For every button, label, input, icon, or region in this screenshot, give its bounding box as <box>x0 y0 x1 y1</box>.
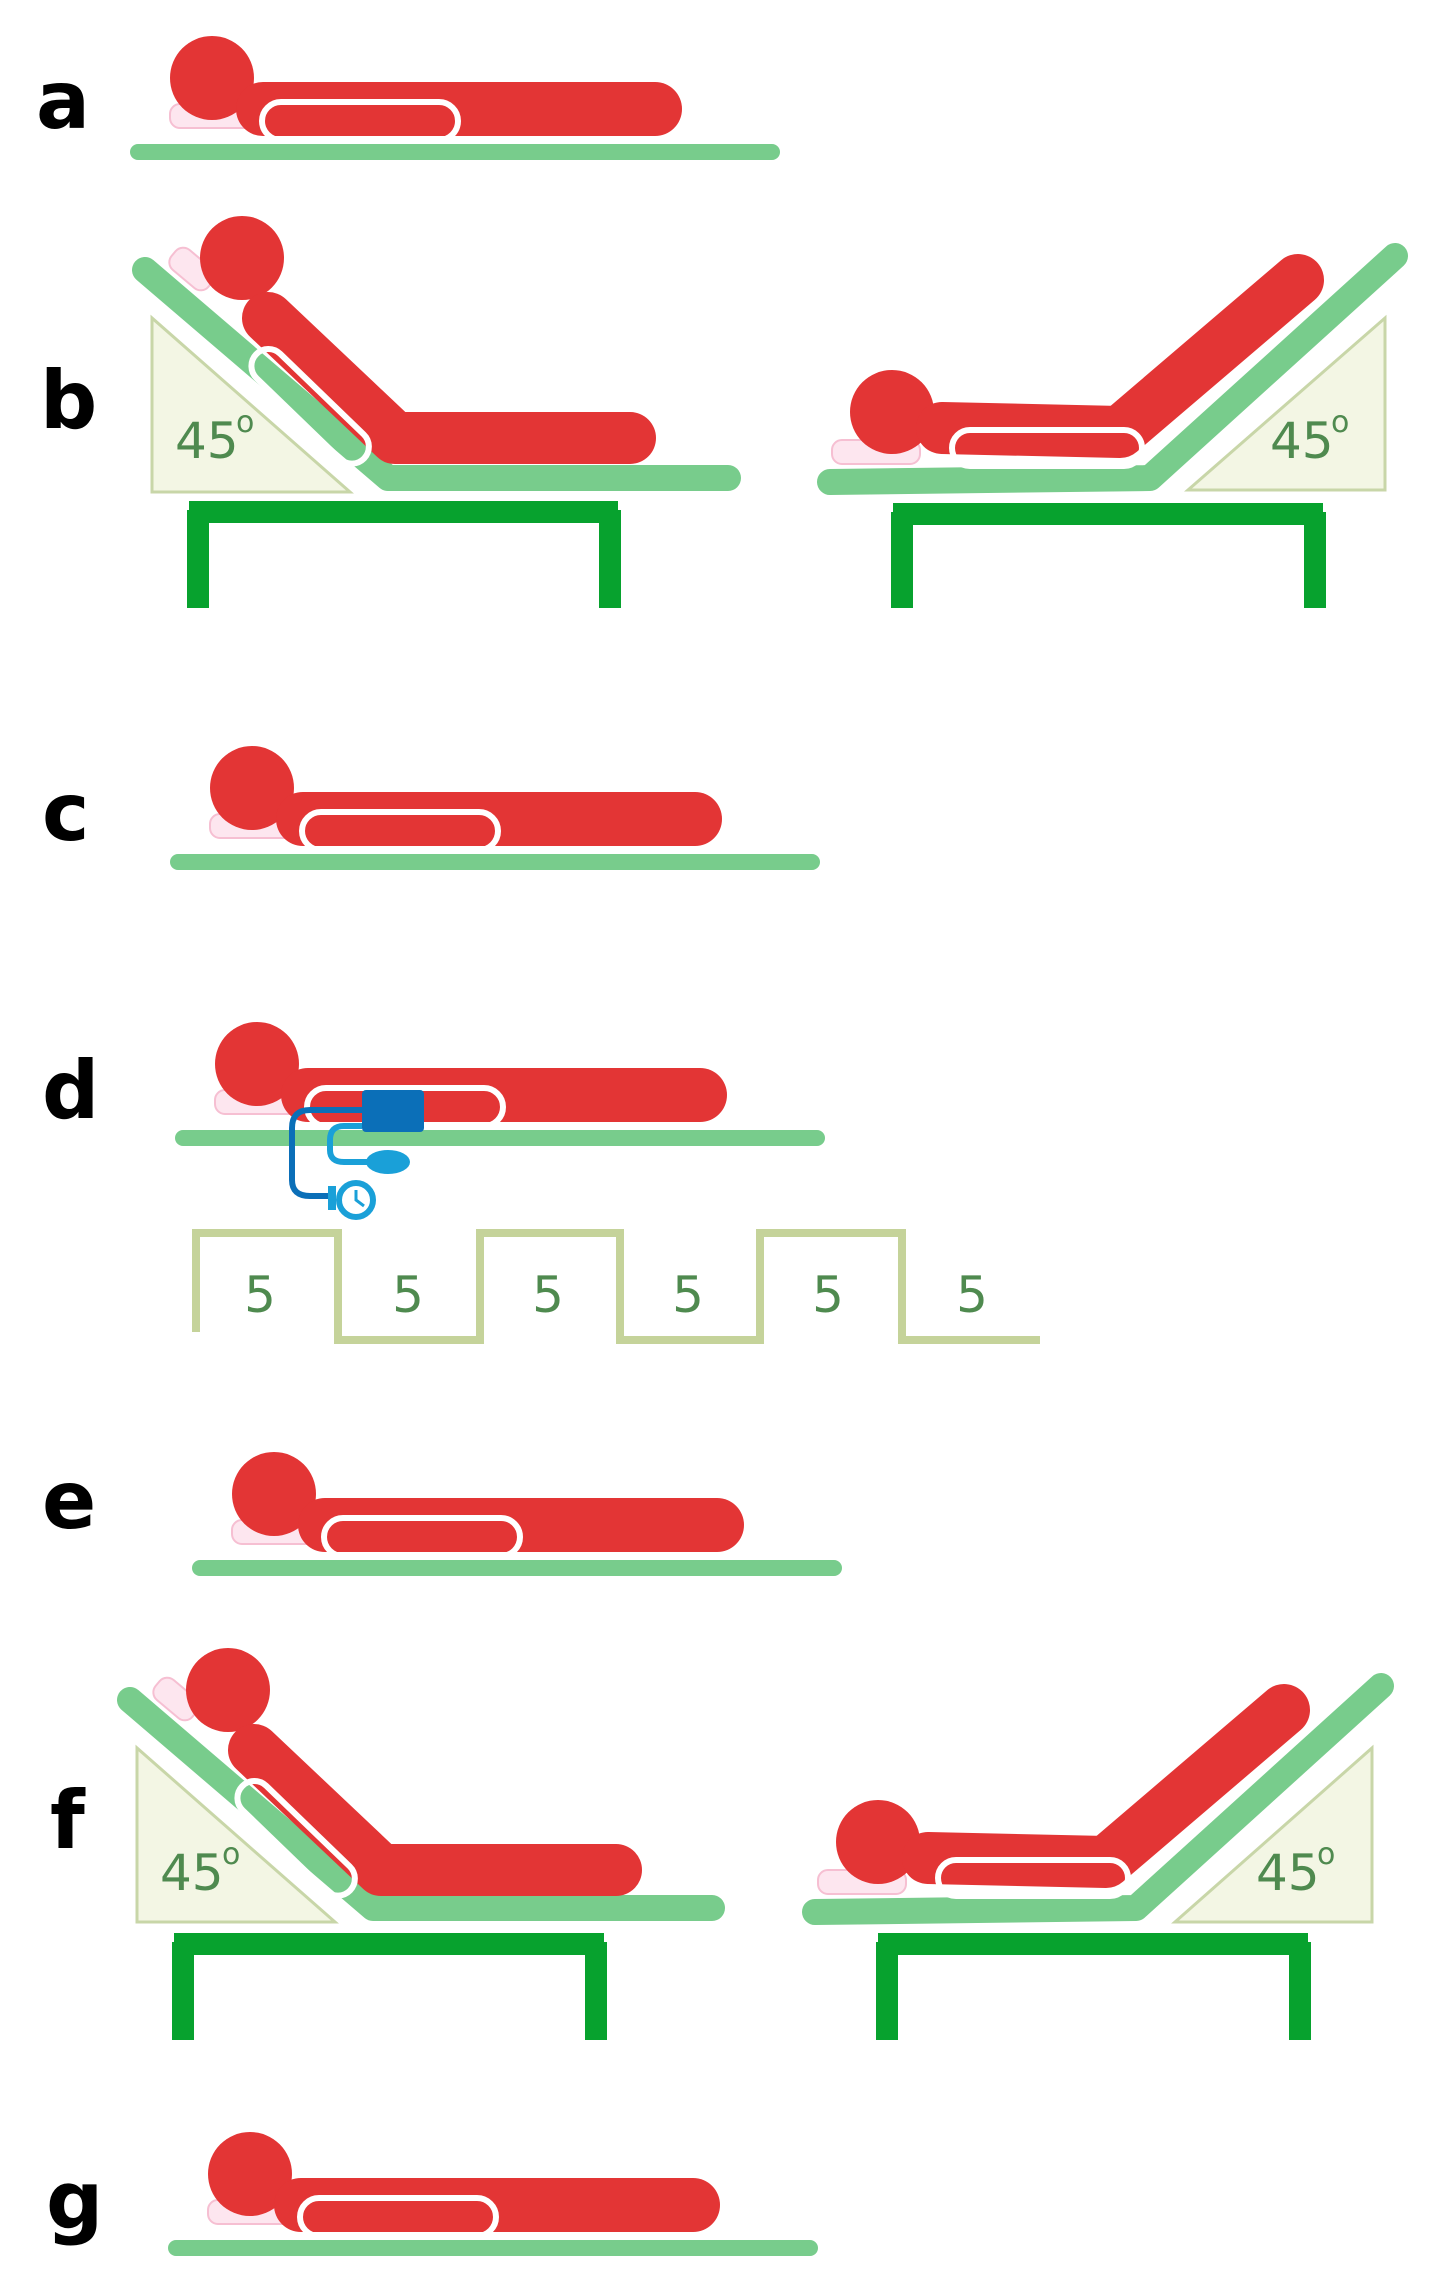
angle-unit-b-right: o <box>1331 405 1349 440</box>
panel-label-a: a <box>36 54 90 147</box>
measurement-cycle-timeline: 5 5 5 5 5 5 <box>192 1229 1040 1344</box>
blood-pressure-cuff-icon <box>362 1090 424 1132</box>
step-value-3: 5 <box>532 1266 564 1324</box>
step-value-4: 5 <box>672 1266 704 1324</box>
mattress-f-left <box>117 1687 725 1921</box>
panel-label-d: d <box>42 1044 99 1137</box>
bed-frame-f-left <box>172 1933 607 2040</box>
step-value-5: 5 <box>812 1266 844 1324</box>
mattress-b-left <box>132 257 741 491</box>
legs-up-bed-b: 45 o <box>817 243 1408 608</box>
wedge-b-left <box>150 314 354 494</box>
angle-unit-f-right: o <box>1317 1837 1335 1872</box>
wedge-b-right <box>1184 314 1387 492</box>
wedge-f-right <box>1171 1744 1374 1924</box>
angle-label-b-right: 45 <box>1270 412 1334 470</box>
legs-up-bed-f: 45 o <box>802 1673 1394 2040</box>
step-value-1: 5 <box>244 1266 276 1324</box>
bed-frame-b-right <box>891 503 1326 608</box>
angle-label-b-left: 45 <box>175 412 239 470</box>
angle-label-f-left: 45 <box>160 1844 224 1902</box>
head-up-bed-b: 45 o <box>132 216 741 608</box>
blood-pressure-monitor <box>289 1090 424 1220</box>
step-line <box>192 1229 1040 1344</box>
head-up-bed-f: 45 o <box>117 1648 725 2040</box>
mattress-b-right <box>817 243 1408 495</box>
angle-label-f-right: 45 <box>1256 1844 1320 1902</box>
angle-unit-f-left: o <box>222 1837 240 1872</box>
panel-d: d 5 5 5 5 5 5 <box>42 1022 1040 1344</box>
panel-label-c: c <box>42 766 89 859</box>
supine-patient-g <box>168 2132 818 2256</box>
supine-patient-a <box>130 36 780 160</box>
panel-f: f 45 o 45 o <box>50 1648 1394 2040</box>
panel-a: a <box>36 36 780 160</box>
panel-label-f: f <box>50 1774 86 1867</box>
wedge-f-left <box>135 1744 339 1924</box>
inflation-bulb-icon <box>366 1150 410 1174</box>
panel-b: b 45 o 45 o <box>40 216 1408 608</box>
bed-frame-b-left <box>187 501 621 608</box>
panel-label-e: e <box>42 1454 96 1547</box>
supine-patient-c <box>170 746 820 870</box>
panel-c: c <box>42 746 820 870</box>
panel-label-b: b <box>40 354 97 447</box>
supine-patient-e <box>192 1452 842 1576</box>
step-value-2: 5 <box>392 1266 424 1324</box>
panel-e: e <box>42 1452 842 1576</box>
mattress-f-right <box>802 1673 1394 1925</box>
bed-frame-f-right <box>876 1933 1311 2040</box>
panel-g: g <box>46 2132 818 2256</box>
supine-patient-d <box>175 1022 825 1146</box>
panel-label-g: g <box>46 2154 103 2247</box>
step-value-6: 5 <box>956 1266 988 1324</box>
angle-unit-b-left: o <box>236 405 254 440</box>
